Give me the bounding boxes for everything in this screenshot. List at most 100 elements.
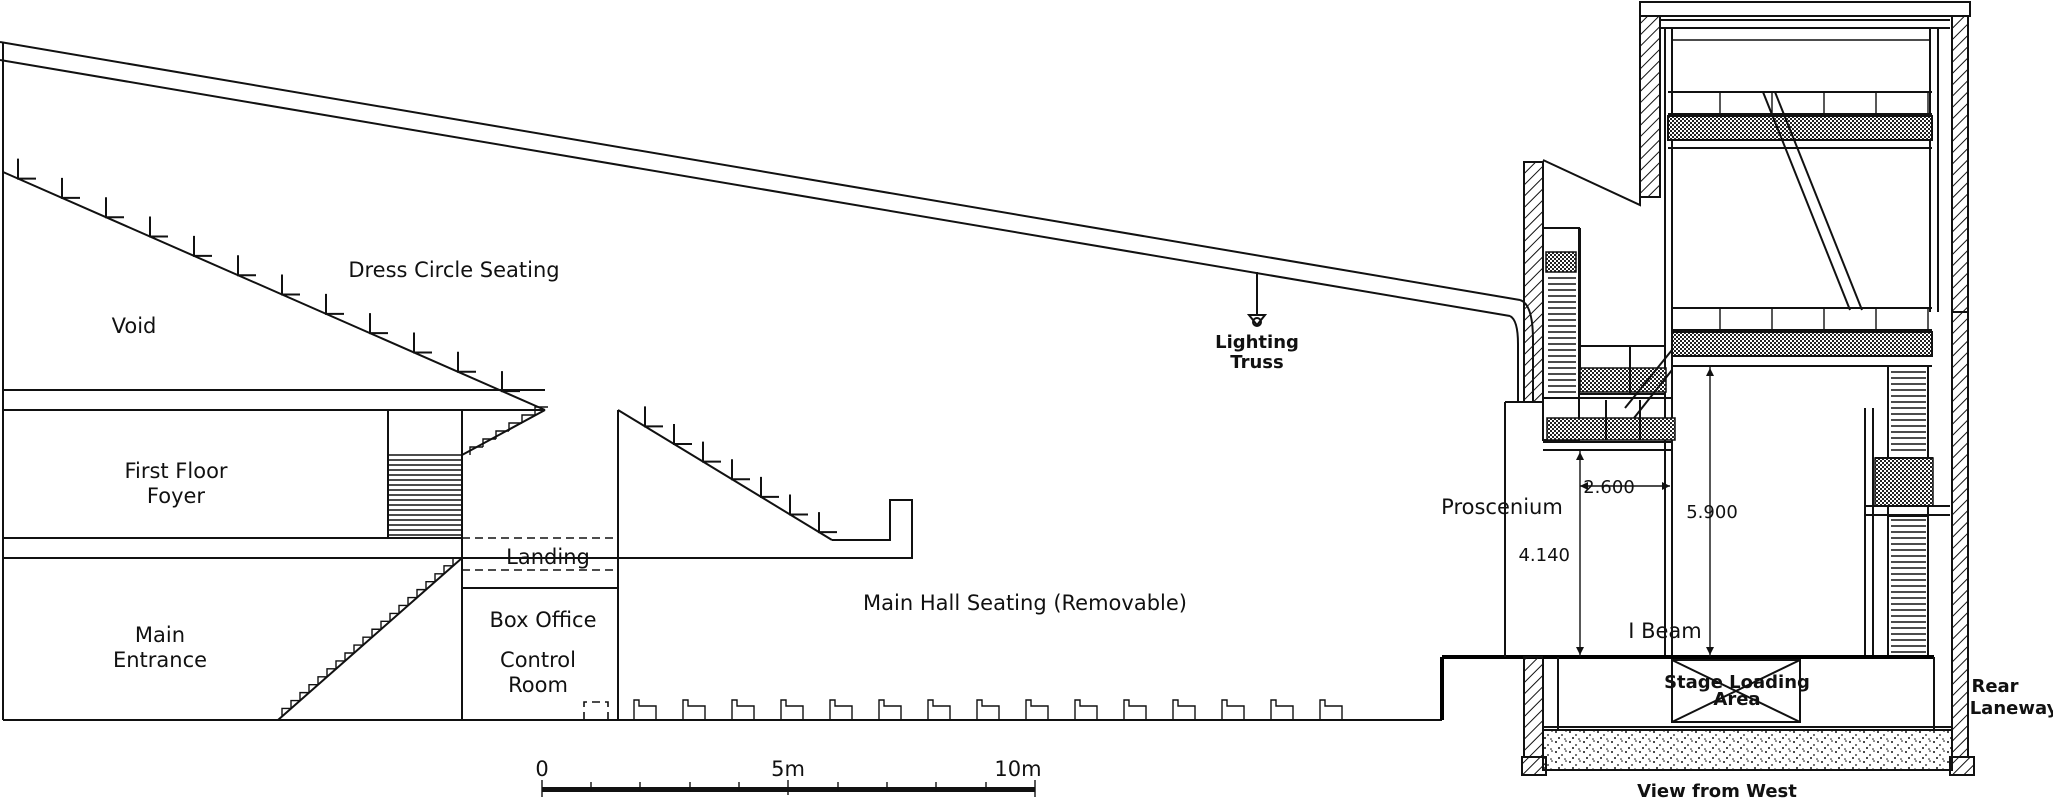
fly-tower [1542,1,1971,758]
stair-step [380,620,390,630]
dimension-4140: 4.140 [1518,545,1570,566]
landing-zone [461,537,618,571]
seat-riser [61,177,80,199]
scale-label-10m: 10m [994,757,1041,781]
seat-riser [644,406,663,428]
removable-chair [1270,699,1294,720]
box-office-label: Box Office [489,608,596,632]
stage-right-stair [1864,365,1950,657]
lighting-truss [1246,272,1268,327]
dimension-2600: 2.600 [1583,477,1635,498]
stair-step [398,604,408,614]
stage-left-stair [1542,227,1581,441]
seat-riser [501,371,520,393]
stair-step [469,446,483,455]
removable-chair [1123,699,1147,720]
removable-chair [878,699,902,720]
seat-riser [457,351,476,373]
foyer-stair [388,454,462,536]
seat-riser [673,424,692,446]
stair-step [434,573,444,582]
seat-riser [369,313,388,335]
seat-riser [325,293,344,315]
main-hall-label: Main Hall Seating (Removable) [863,591,1187,615]
removable-chair [682,699,706,720]
seat-riser [149,216,168,238]
stair-step [521,414,535,423]
dimension-5900: 5.900 [1686,502,1738,523]
removable-chair [780,699,804,720]
stage-loading-door [1671,659,1801,723]
scale-label-0: 0 [535,757,548,781]
upper-gallery [1667,91,1933,311]
removable-chair [976,699,1000,720]
removable-chair [1025,699,1049,720]
mid-gallery [1671,307,1933,367]
stair-step [362,636,372,646]
stair-step [416,588,426,598]
stair-step [299,691,309,701]
raked-seating-upper [617,406,913,559]
seat-riser [105,197,124,219]
removable-chair [927,699,951,720]
view-from-label: View from West [1637,781,1797,800]
stair-step [482,438,496,447]
seat-riser [731,459,750,481]
stair-step [389,612,399,622]
stair-step [326,668,336,677]
rear-laneway-label-1: Rear [1971,676,2018,697]
seat-riser [818,512,837,534]
removable-chair [1319,699,1343,720]
removable-chair [633,699,657,720]
floor-slabs [3,389,619,720]
entrance-stair [277,557,618,721]
control-room-label-2: Room [508,673,568,697]
void-label: Void [112,314,157,338]
proscenium-wall [1504,161,1544,758]
stair-step [317,676,327,685]
stair-step [281,707,291,717]
main-hall-floor [3,655,1934,721]
stair-step [534,406,548,415]
stair-stringer [461,409,546,456]
stage-floor [1521,655,1975,776]
stair-step [344,652,354,662]
control-room-label-1: Control [500,648,576,672]
stair-step [290,699,300,709]
dress-circle-label: Dress Circle Seating [348,258,559,282]
roof [0,41,1534,720]
rear-laneway-label-2: Laneway [1970,698,2053,719]
seat-riser [760,476,779,498]
lighting-truss-label-2: Truss [1230,352,1283,373]
seat-riser [281,274,300,296]
stair-step [443,565,453,574]
seat-riser [237,255,256,277]
stair-step [335,660,345,669]
seat-riser [413,332,432,354]
removable-chair [731,699,755,720]
stair-step [308,684,318,693]
control-room-equipment [583,701,609,720]
scale-bar [541,780,1036,797]
stair-step [353,644,363,654]
stair-step [452,557,462,566]
seat-riser [193,235,212,257]
first-floor-label-1: First Floor [124,459,227,483]
dimension-lines [1576,366,1714,657]
stair-step [425,580,435,590]
removable-chair [1172,699,1196,720]
balcony-stair [461,406,548,456]
stage-loading-label-2: Area [1713,689,1760,710]
stair-step [508,422,522,431]
seat-riser [789,494,808,516]
i-beam-label: I Beam [1628,619,1702,643]
removable-chair [1221,699,1245,720]
dress-circle-seating [2,158,546,411]
stage-left-landings [1543,345,1676,451]
stair-step [495,430,509,439]
scale-label-5m: 5m [771,757,805,781]
stair-step [407,596,417,606]
removable-chair [1074,699,1098,720]
seat-riser [17,158,36,180]
